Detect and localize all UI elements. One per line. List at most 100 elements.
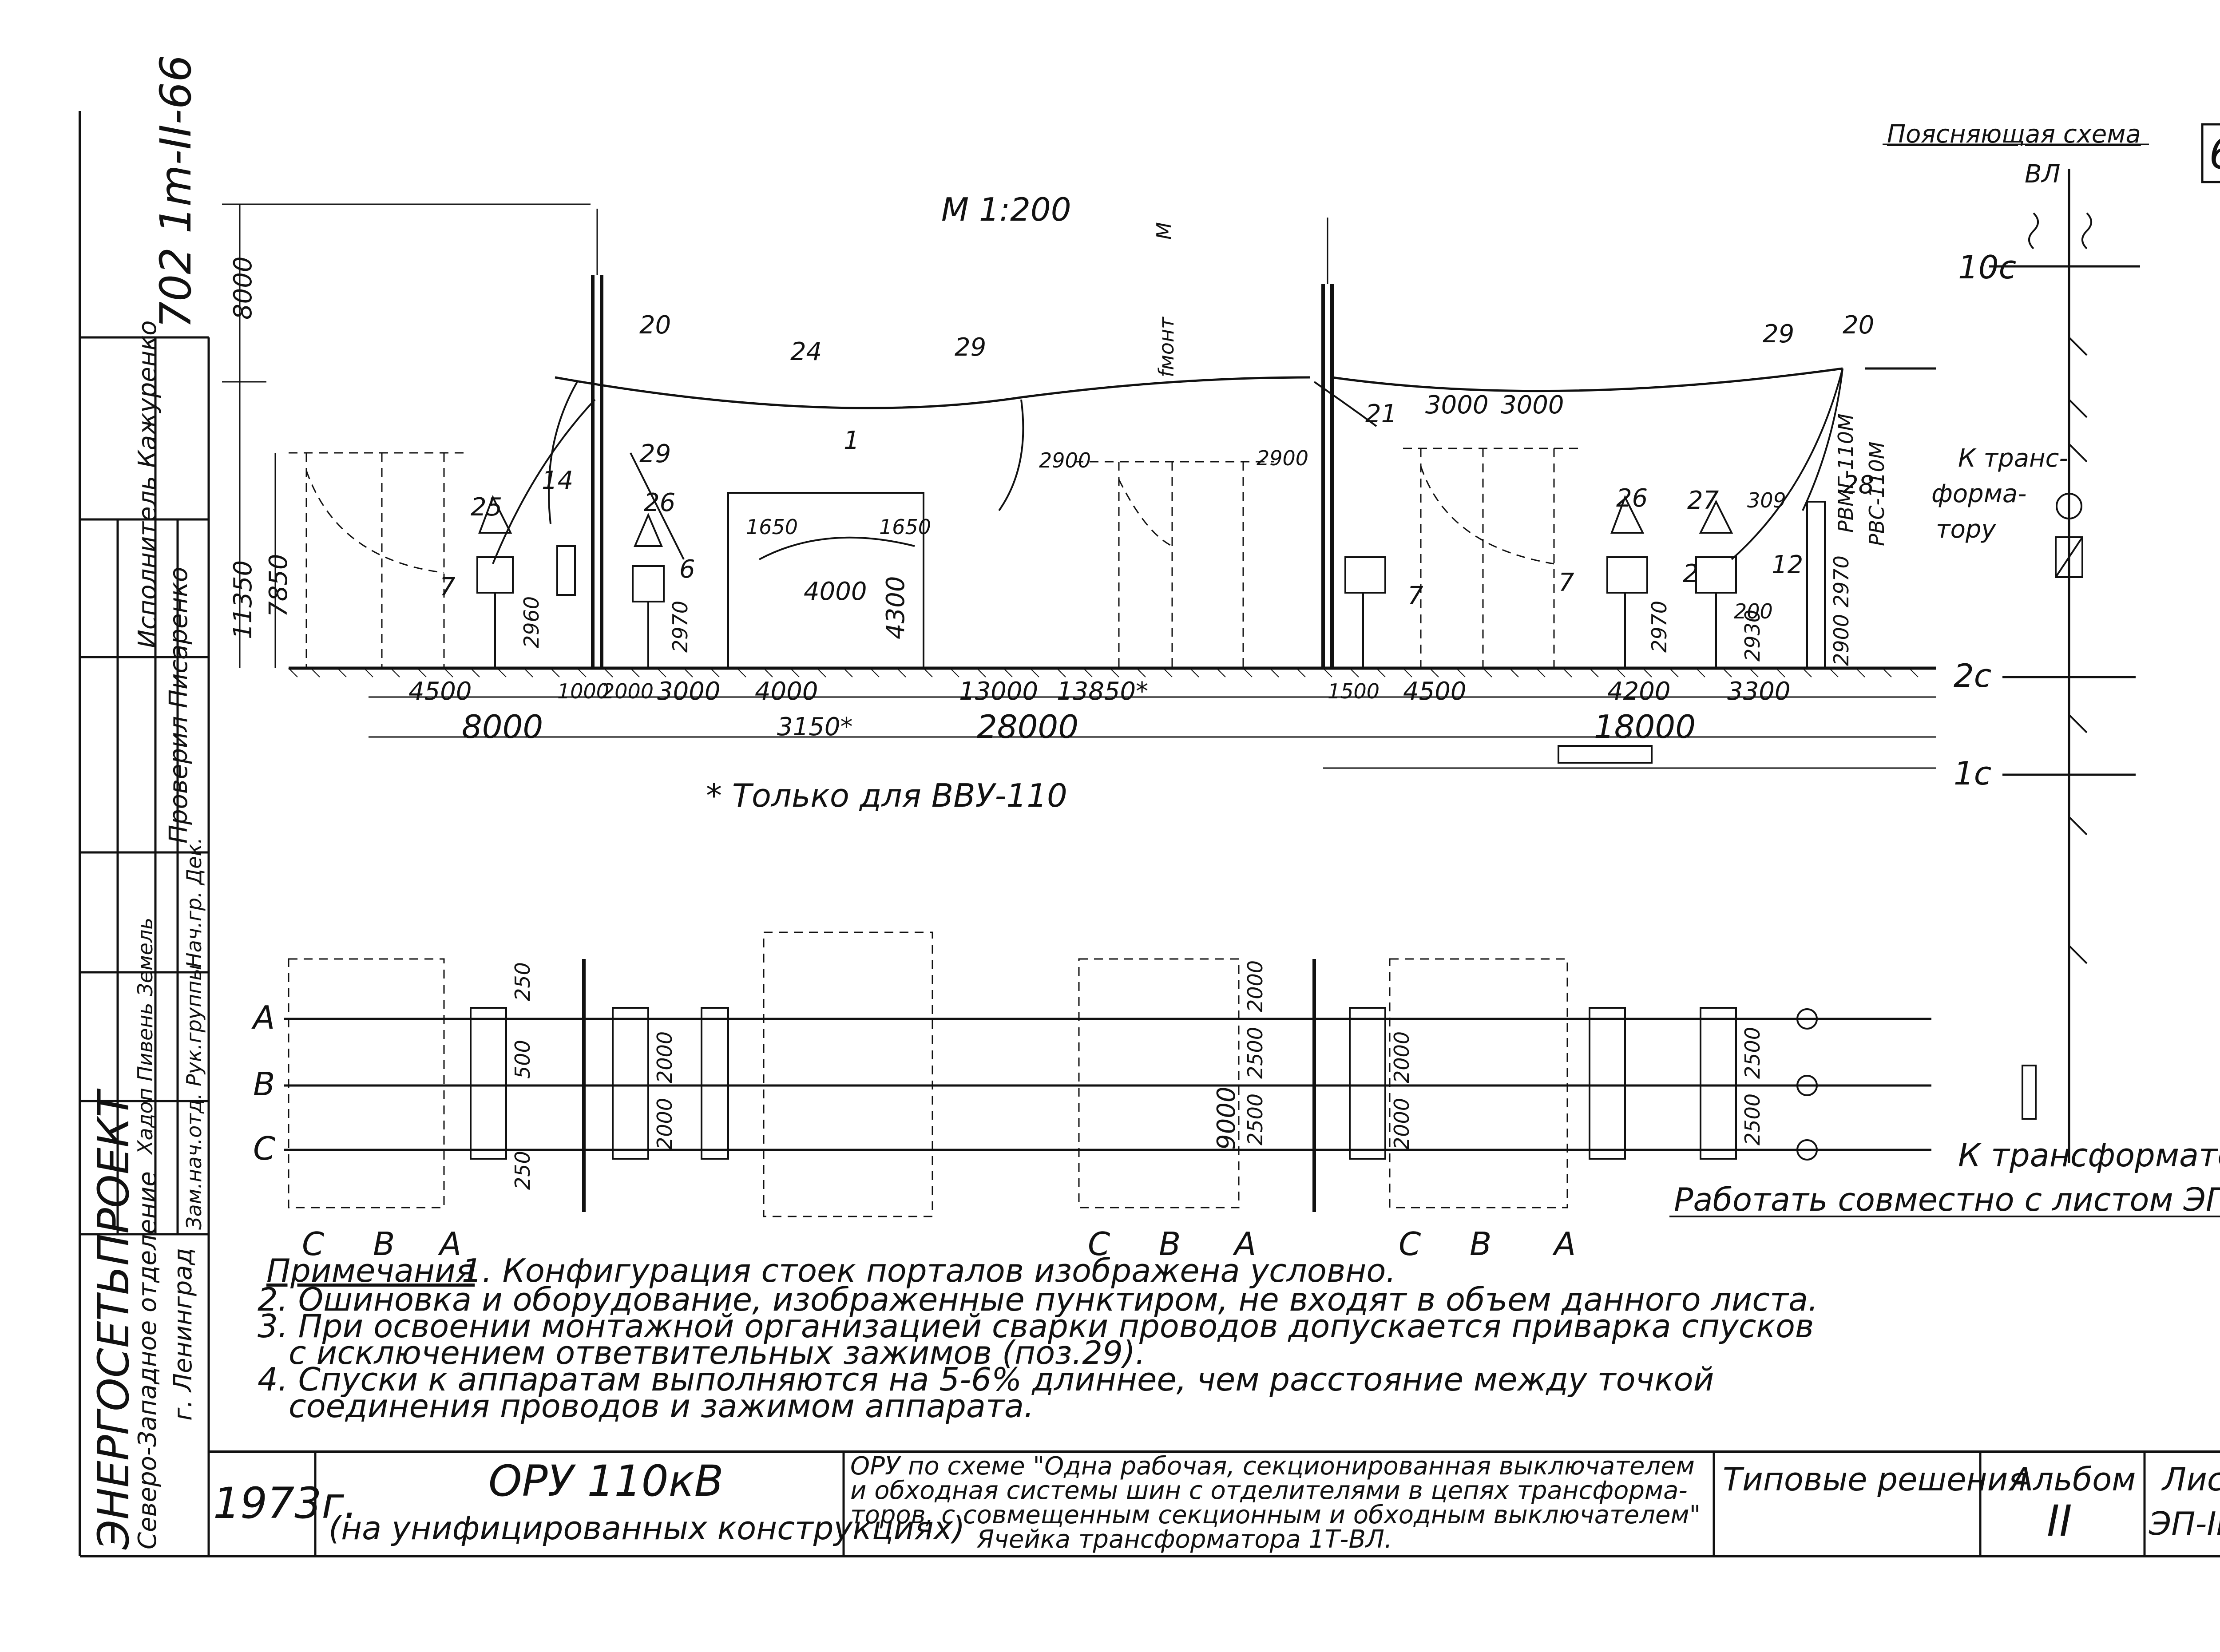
sheet-label: Лист <box>2162 1461 2220 1498</box>
dim-4300: 4300 <box>881 576 910 639</box>
arrester-rvmg: РВМГ-110М <box>1834 413 1858 533</box>
plan-dim-2500a: 2500 <box>1243 1026 1267 1079</box>
stamp-row-3: Нач.гр. Дек. <box>182 837 206 968</box>
marker-m: М <box>1152 222 1176 240</box>
album-label: Альбом <box>2011 1461 2136 1498</box>
phase-bottom-c3: C <box>1399 1225 1421 1263</box>
phase-bottom-a2: A <box>1234 1225 1257 1263</box>
pos-24-label: 24 <box>790 337 822 366</box>
phase-bottom-b1: B <box>373 1225 395 1263</box>
dim-2900b: 2900 <box>1257 446 1309 470</box>
desc-line-4: Ячейка трансформатора 1Т-ВЛ. <box>977 1525 1392 1554</box>
dim-1650a: 1650 <box>746 515 798 539</box>
pos-26b-label: 26 <box>1616 484 1648 513</box>
note-4: 4. Спуски к аппаратам выполняются на 5-6… <box>258 1361 1714 1398</box>
dim-total-28000: 28000 <box>977 708 1079 745</box>
phase-bottom-c1: C <box>302 1225 325 1263</box>
dim-bottom-4: 3000 <box>657 677 721 706</box>
dim-bottom-11: 3300 <box>1727 677 1791 706</box>
org-city: г. Ленинград <box>169 1248 198 1421</box>
dim-2900-2970: 2900 2970 <box>1829 555 1853 666</box>
notes-heading: Примечания <box>266 1252 475 1289</box>
plan-dim-2000c: 2000 <box>1243 960 1267 1012</box>
pos-28-label: 28 <box>1843 471 1875 499</box>
phase-c-label: C <box>253 1130 276 1167</box>
sheet-corner-number: 66 <box>2209 129 2220 178</box>
dim-bottom-10: 4200 <box>1607 677 1671 706</box>
schematic-bus-2c: 2с <box>1954 657 1992 694</box>
plan-dim-2500c: 2500 <box>1740 1026 1764 1079</box>
schematic-to-transformer: К трансформатору <box>1958 1137 2220 1174</box>
dim-top-height: 8000 <box>229 256 258 320</box>
sheet-value: ЭП-II-61 <box>2149 1505 2220 1542</box>
stamp-row-1: Исполнитель Кажуренко <box>133 320 162 648</box>
dim-3000b: 3000 <box>1501 391 1564 420</box>
dim-2960: 2960 <box>519 596 543 648</box>
schematic-to-trans-1: К транс- <box>1958 444 2068 473</box>
pos-25-label: 25 <box>471 493 503 522</box>
phase-a-label: A <box>253 999 275 1036</box>
vertical-drawing-code: 702 1m-II-66 <box>151 55 201 329</box>
dim-portal-height: 11350 <box>229 560 258 639</box>
stamp-row-5: Зам.нач.отд. Рук.группы <box>182 964 206 1230</box>
phase-bottom-b3: B <box>1470 1225 1492 1263</box>
dim-bottom-3: 2000 <box>602 679 654 703</box>
dim-bottom-5: 4000 <box>755 677 818 706</box>
plan-dim-2000d: 2000 <box>1390 1031 1414 1083</box>
title-main: ОРУ 110кВ <box>488 1456 724 1506</box>
phase-bottom-a3: A <box>1554 1225 1576 1263</box>
phase-bottom-c2: C <box>1088 1225 1110 1263</box>
dim-bottom-8: 1500 <box>1328 679 1380 703</box>
pos-20b-label: 20 <box>1843 311 1875 340</box>
note-3: 3. При освоении монтажной организацией с… <box>258 1307 1814 1345</box>
dim-2900a: 2900 <box>1039 448 1091 472</box>
desc-line-1: ОРУ по схеме "Одна рабочая, секционирова… <box>850 1452 1695 1481</box>
dim-bottom-2: 1000 <box>557 679 610 703</box>
schematic-to-trans-2: форма- <box>1931 479 2027 508</box>
schematic-bus-1c: 1с <box>1954 755 1992 792</box>
pos-2-label: 2 <box>1683 559 1699 588</box>
plan-dim-250b: 250 <box>511 1151 535 1190</box>
dim-1650b: 1650 <box>879 515 932 539</box>
note-2: 2. Ошиновка и оборудование, изображенные… <box>258 1281 1818 1318</box>
title-year: 1973г. <box>213 1478 358 1528</box>
dim-total-3150: 3150* <box>777 713 853 741</box>
pos-1-label: 1 <box>844 426 860 455</box>
stamp-row-2: Проверил Писаренко <box>164 567 193 844</box>
plan-dim-9000: 9000 <box>1212 1086 1241 1150</box>
plan-dim-2500b: 2500 <box>1243 1093 1267 1145</box>
dim-bottom-1: 4500 <box>408 677 472 706</box>
dim-bottom-9: 4500 <box>1403 677 1467 706</box>
dim-2970a: 2970 <box>668 600 692 653</box>
pos-27-label: 27 <box>1687 486 1719 515</box>
plan-dim-2000b: 2000 <box>653 1097 677 1150</box>
phase-b-label: B <box>253 1066 275 1103</box>
typical-solutions: Типовые решения <box>1723 1461 2027 1498</box>
pos-7a-label: 7 <box>440 573 456 602</box>
pos-12-label: 12 <box>1772 551 1804 579</box>
note-3-cont: с исключением ответвительных зажимов (по… <box>289 1334 1146 1371</box>
pos-6-label: 6 <box>679 555 695 584</box>
note-1: 1. Конфигурация стоек порталов изображен… <box>462 1252 1396 1289</box>
dim-bottom-7: 13850* <box>1057 677 1149 706</box>
dim-2970b: 2970 <box>1647 600 1671 653</box>
schematic-bus-10c: 10с <box>1958 249 2017 286</box>
dim-309: 309 <box>1747 488 1786 512</box>
pos-7c-label: 7 <box>1558 568 1574 597</box>
plan-dim-250a: 250 <box>511 962 535 1001</box>
phase-bottom-a1: A <box>440 1225 462 1263</box>
dim-200: 200 <box>1734 599 1773 623</box>
schematic-title: Поясняющая схема <box>1887 120 2141 149</box>
album-value: II <box>2047 1496 2072 1546</box>
plan-dim-500: 500 <box>511 1040 535 1079</box>
dim-3000a: 3000 <box>1425 391 1489 420</box>
dim-equip-height: 7850 <box>264 554 293 617</box>
pos-29a-label: 29 <box>639 440 671 468</box>
pos-14-label: 14 <box>542 466 574 495</box>
footnote-vvu: * Только для ВВУ-110 <box>706 777 1067 814</box>
plan-dim-2000e: 2000 <box>1390 1097 1414 1150</box>
title-sub: (на унифицированных конструкциях) <box>329 1509 965 1547</box>
arrester-rvs: РВС-110М <box>1865 441 1889 546</box>
